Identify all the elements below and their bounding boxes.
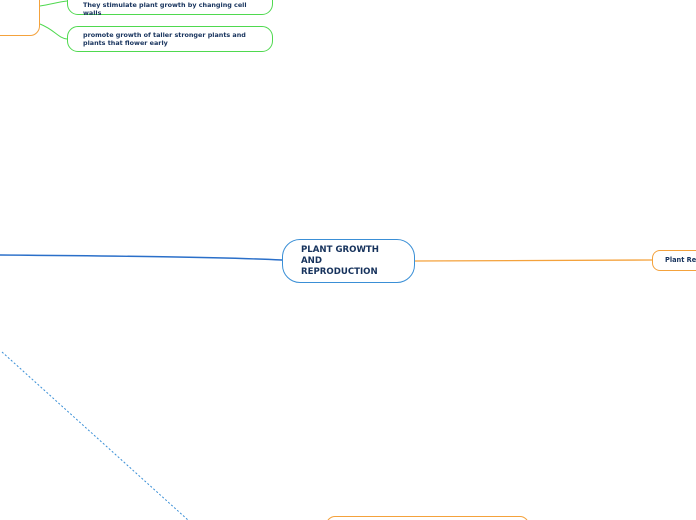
central-topic-line-2: AND [301,256,322,266]
green-connector-1 [39,0,68,7]
dotted-relationship-line [1,351,189,520]
subtopic-note-cell-walls[interactable]: They stimulate plant growth by changing … [67,0,273,17]
topic-label-right: Plant Re [665,256,696,264]
topic-node-top-left[interactable]: ins [0,0,40,36]
orange-branch-line-right [414,259,653,262]
topic-node-plant-reproduction[interactable]: Plant Re [652,250,696,271]
subtopic-text: promote growth of taller stronger plants… [83,31,246,47]
green-connector-2 [39,23,68,40]
subtopic-note-taller-plants[interactable]: promote growth of taller stronger plants… [67,26,273,52]
subtopic-text: They stimulate plant growth by changing … [83,1,247,17]
central-topic-line-1: PLANT GROWTH [301,245,379,255]
central-topic-node[interactable]: PLANT GROWTH AND REPRODUCTION [282,239,415,283]
central-topic-line-3: REPRODUCTION [301,267,378,277]
blue-branch-line [0,254,283,261]
topic-node-bottom[interactable] [326,516,529,520]
